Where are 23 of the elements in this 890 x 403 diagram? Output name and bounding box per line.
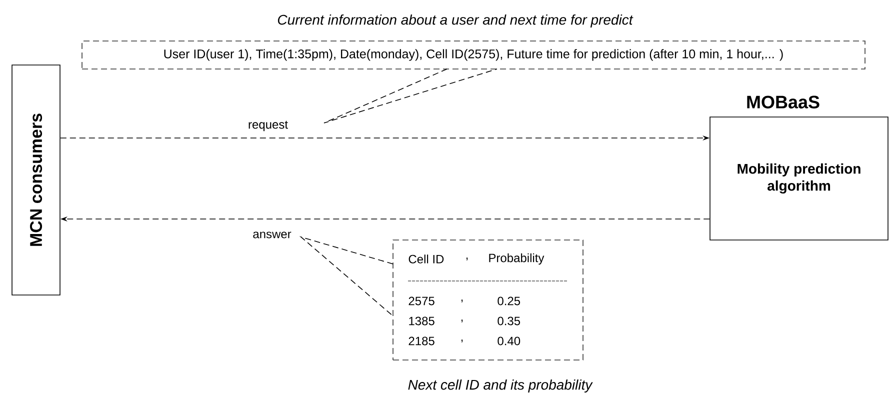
node-label: MOBaaS — [747, 96, 820, 108]
table-cell: , — [461, 300, 463, 302]
consumer-box: MCN consumers — [12, 64, 60, 296]
callout-box: User ID(user 1), Time(1:35pm), Date(monday), Cell ID(2575), Future time for prediction (after 10 min, 1 hour,... ) — [82, 40, 866, 70]
node-label: Next cell ID and its probability — [408, 379, 593, 392]
table-cell: 1385 — [409, 316, 434, 326]
table-cell: , — [466, 258, 468, 260]
table-cell: 0.40 — [498, 336, 520, 346]
table-cell: Cell ID — [408, 254, 444, 264]
table-cell: Probability — [489, 253, 544, 265]
edge-label: answer — [252, 230, 292, 240]
table-cell: 2575 — [408, 296, 434, 306]
table-cell: 0.25 — [498, 296, 520, 306]
table-cell: , — [461, 320, 463, 322]
table-cell: , — [461, 340, 463, 342]
node-label: Current information about a user and next time for predict — [278, 14, 634, 28]
table-cell: 2185 — [408, 336, 434, 346]
leader-line — [299, 236, 394, 316]
edge-label: request — [247, 120, 290, 132]
leader-line — [324, 68, 498, 124]
service-box: MOBaaS Mobility prediction algorithm — [710, 96, 888, 240]
callout-table — [392, 240, 584, 360]
table-cell: 0.35 — [498, 316, 520, 326]
